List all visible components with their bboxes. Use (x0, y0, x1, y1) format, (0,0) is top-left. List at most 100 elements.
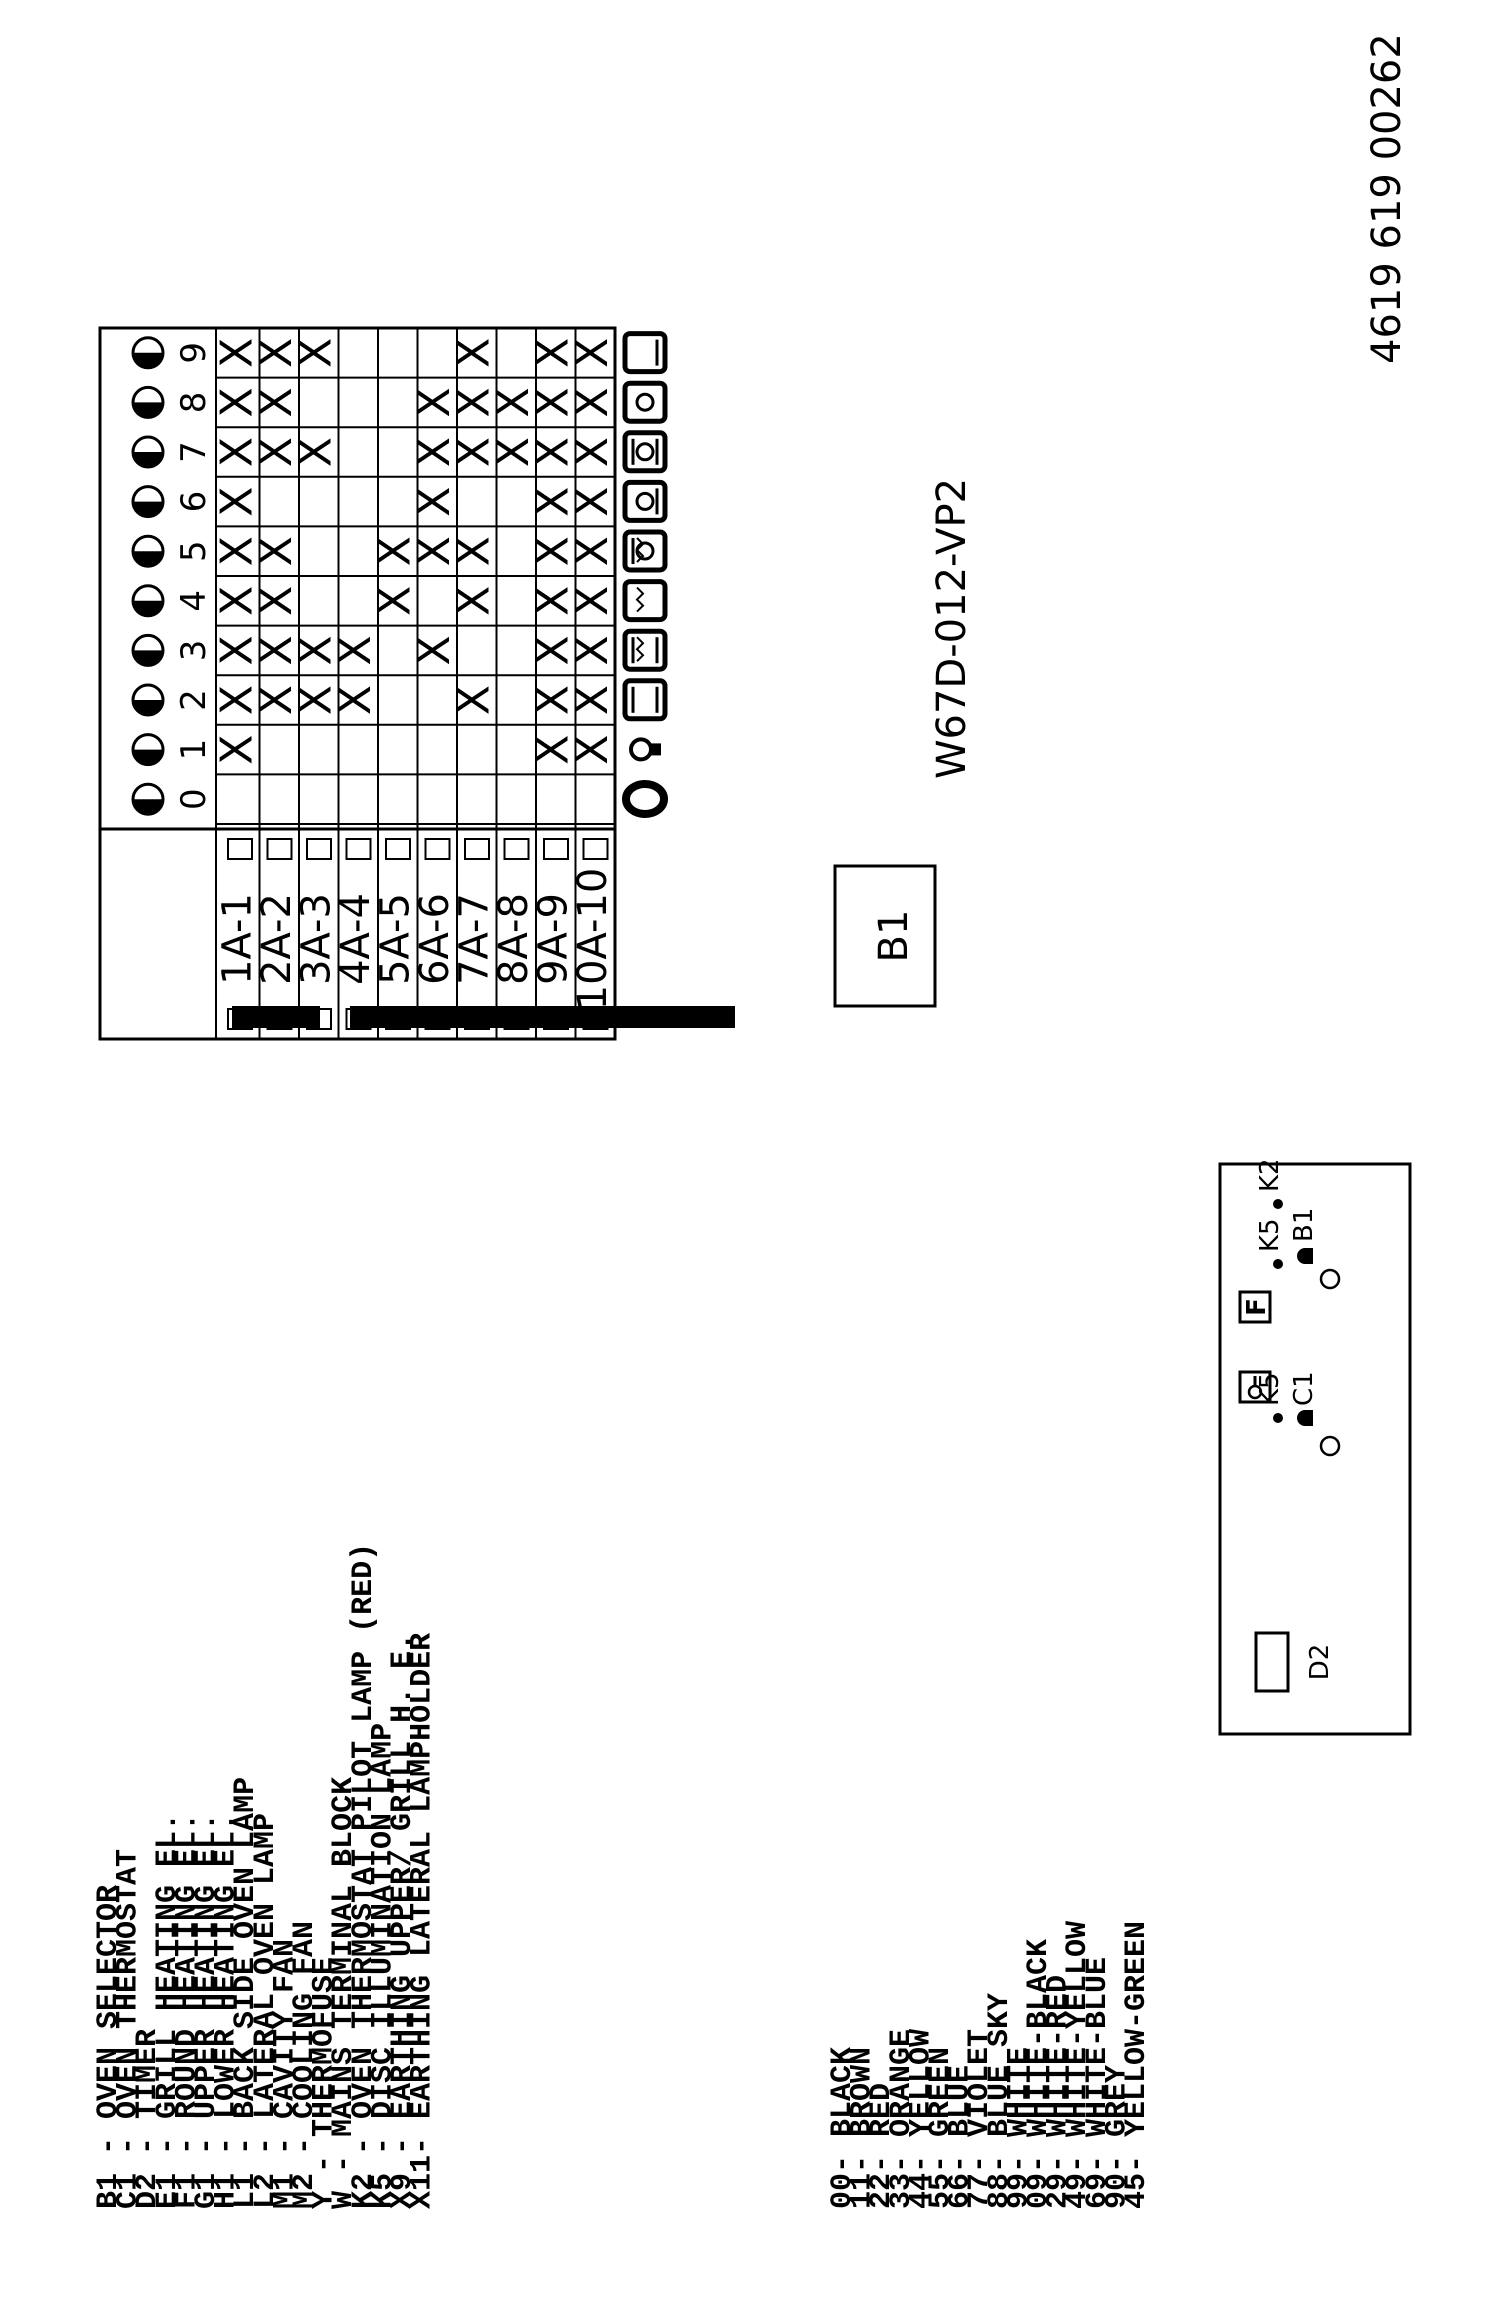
panel-outline (1218, 1162, 1412, 1736)
grill-fan-icon (622, 529, 668, 573)
panel-hole-left (1319, 1435, 1341, 1457)
contact-mark: X (409, 536, 460, 566)
contact-mark: X (449, 685, 500, 715)
contact-mark: X (291, 338, 342, 368)
lamp-dot-right (1273, 1259, 1283, 1269)
terminal-tab-right (345, 838, 372, 860)
contact-mark: X (212, 437, 263, 467)
contact-mark: X (212, 338, 263, 368)
contact-label: 5A-5 (373, 893, 419, 985)
position-symbol-fill (133, 650, 163, 666)
wire-color-legend-item: 22- RED (865, 2083, 899, 2209)
thermostat-label: C1 (1289, 1371, 1319, 1406)
contact-mark: X (212, 487, 263, 517)
wire-color-legend-item: 66- BLUE (944, 2065, 978, 2209)
contact-mark: X (528, 735, 579, 765)
contact-mark: X (488, 387, 539, 417)
wire-color-legend-item: 99- WHITE (1002, 2047, 1036, 2209)
lower-heat-icon (622, 331, 668, 375)
position-symbol-fill (133, 700, 163, 715)
contact-mark: X (251, 536, 302, 566)
contact-mark: X (528, 487, 579, 517)
contact-mark: X (528, 437, 579, 467)
component-legend-item: B1 - OVEN SELECTOR (92, 1885, 126, 2209)
contact-mark: X (567, 487, 618, 517)
position-symbol-fill (133, 799, 163, 815)
contact-mark: X (567, 536, 618, 566)
contact-mark: X (488, 437, 539, 467)
contact-mark: X (409, 387, 460, 417)
wire-color-legend-item: 49- WHITE-YELLOW (1061, 1921, 1095, 2209)
contact-mark: X (528, 586, 579, 616)
contact-label: 2A-2 (254, 893, 300, 985)
component-legend-item: G1 - UPPER HEATING EL. (190, 1813, 224, 2209)
contact-label: 6A-6 (412, 893, 458, 985)
terminal-tab-right (464, 838, 490, 860)
contact-label: 9A-9 (531, 893, 577, 985)
contact-mark: X (409, 437, 460, 467)
position-number: 2 (174, 689, 214, 711)
selector-knob-mark (1297, 1248, 1313, 1264)
terminal-tab-right (385, 838, 411, 860)
wire-color-legend-item: 69- WHITE-BLUE (1081, 1957, 1115, 2209)
wire-color-legend-item: 55- GREEN (924, 2047, 958, 2209)
lamp-icon (629, 737, 661, 762)
wire-bundle-bottom (350, 1006, 735, 1028)
contact-mark: X (212, 586, 263, 616)
wire-color-legend-item: 45- YELLOW-GREEN (1120, 1921, 1154, 2209)
wire-bundle-top (232, 1006, 320, 1028)
wire-color-legend-item: 90- GREY (1100, 2065, 1134, 2209)
position-number: 1 (174, 739, 214, 761)
fan-lower-icon (622, 479, 668, 523)
timer-label: D2 (1305, 1644, 1335, 1681)
contact-mark: X (567, 437, 618, 467)
pilot-lamp-label: K2 (1255, 1158, 1285, 1192)
position-symbol-fill (133, 402, 163, 418)
contact-mark: X (251, 437, 302, 467)
contact-mark: X (370, 586, 421, 616)
fan-upper-lower-icon (622, 430, 668, 474)
wire-color-legend-item: 88- BLUE SKY (983, 1993, 1017, 2209)
grill-icon (622, 579, 668, 623)
wire-color-legend-item: 29- WHITE-RED (1042, 1975, 1076, 2209)
wire-color-legend-item: 77- VIOLET (963, 2029, 997, 2209)
terminal-tab-right (424, 838, 451, 860)
selector-box: B1 (833, 864, 937, 1008)
component-legend-item: K5 - DISC ILLUMINATION LAMP (366, 1723, 400, 2209)
component-legend-item: M1 - CAVITY FAN (268, 1939, 302, 2209)
contact-mark: X (330, 635, 381, 665)
contact-mark: X (449, 536, 500, 566)
position-symbol-fill (133, 551, 163, 567)
contact-mark: X (567, 586, 618, 616)
contact-mark: X (212, 536, 263, 566)
contact-mark: X (251, 635, 302, 665)
upper-lower-heat-icon (622, 678, 668, 722)
terminal-tab-right (306, 838, 332, 860)
contact-mark: X (330, 685, 381, 715)
contact-mark: X (528, 387, 579, 417)
grill-upper-lower-icon (622, 628, 668, 672)
terminal-tab-right (503, 838, 530, 860)
contact-label: 3A-3 (294, 893, 340, 985)
position-number: 3 (174, 640, 214, 662)
contact-mark: X (251, 338, 302, 368)
contact-mark: X (291, 437, 342, 467)
component-legend-item: W - MAINS TERMINAL BLOCK (327, 1777, 361, 2209)
wire-color-legend-item: 09- WHITE-BLACK (1022, 1939, 1056, 2209)
switching-table: 01234567891A-1XXXXXXXXX2A-2XXXXXXX3A-3XX… (98, 326, 735, 1041)
contact-label: 7A-7 (452, 893, 498, 985)
off-icon (622, 780, 668, 818)
component-legend-item: E1 - GRILL HEATING EL. (151, 1813, 185, 2209)
contact-mark: X (212, 735, 263, 765)
terminal-tab-right (582, 838, 609, 860)
contact-mark: X (251, 685, 302, 715)
position-number: 6 (174, 491, 214, 513)
pilot-lamp-dot (1273, 1199, 1283, 1209)
position-symbol-fill (133, 452, 163, 467)
contact-mark: X (449, 437, 500, 467)
position-number: 9 (174, 342, 214, 364)
contact-mark: X (567, 338, 618, 368)
